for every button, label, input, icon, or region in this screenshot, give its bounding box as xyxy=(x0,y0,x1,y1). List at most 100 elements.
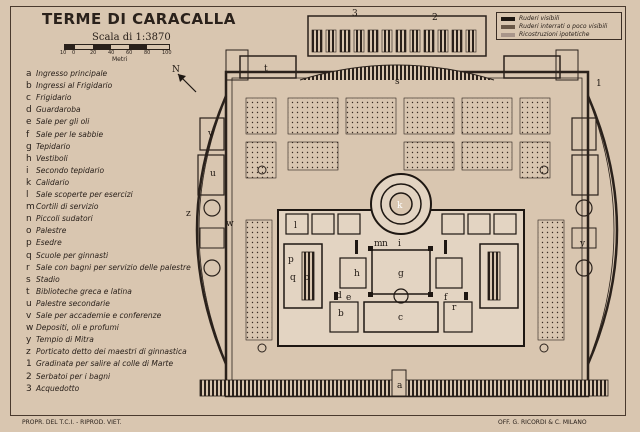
legend-text: Biblioteche greca e latina xyxy=(36,286,132,296)
plan-label: m xyxy=(374,239,383,249)
legend-key: c xyxy=(26,93,31,104)
legend-text: Stadio xyxy=(36,274,60,284)
legend-key: z xyxy=(26,347,31,358)
plan-label: 1 xyxy=(596,79,602,89)
scale-tick: 10 xyxy=(60,50,67,56)
legend-key: n xyxy=(26,214,32,225)
legend-text: Piccoli sudatori xyxy=(36,214,93,224)
frigidarium xyxy=(363,301,439,333)
legend-text: Porticato detto dei maestri di ginnastic… xyxy=(36,347,187,357)
legend-text: Vestiboli xyxy=(36,153,68,163)
plan-label: b xyxy=(338,309,344,319)
legend-key: f xyxy=(26,129,30,140)
legend-item: h Vestiboli xyxy=(26,153,68,164)
stadium-steps xyxy=(299,64,495,81)
plan-label: k xyxy=(397,201,403,211)
plan-label: o xyxy=(304,273,309,283)
legend-key: w xyxy=(26,323,34,334)
palestra-east xyxy=(479,243,519,309)
main-entrance xyxy=(391,369,407,397)
plan-label: i xyxy=(398,239,401,249)
legend-key: 3 xyxy=(26,383,32,394)
plan-label: N xyxy=(172,65,180,75)
scale-tick: 0 xyxy=(72,50,76,56)
plan-labels: a b c d e f g h i k l m n o p q r s t u … xyxy=(172,9,602,391)
plan-label: f xyxy=(444,293,448,303)
plan-label: t xyxy=(264,64,268,74)
plan-label: u xyxy=(210,169,216,179)
legend-text: Depositi, oli e profumi xyxy=(36,323,119,333)
library-east xyxy=(503,55,561,79)
legend-key: l xyxy=(26,190,29,200)
legend-key: k xyxy=(26,177,32,188)
plan-label: g xyxy=(398,269,404,279)
plan-label: s xyxy=(395,77,400,87)
scale-unit: Metri xyxy=(112,56,128,63)
plan-label: 2 xyxy=(432,13,438,23)
scale-tick: 80 xyxy=(144,50,151,56)
legend-text: Tepidario xyxy=(36,141,71,151)
plan-label: h xyxy=(354,269,360,279)
map-frame xyxy=(10,6,626,416)
legend-text: Esedre xyxy=(36,238,62,248)
library-west xyxy=(239,55,297,79)
legend-key: s xyxy=(26,274,31,285)
legend-text: Sale per le sabbie xyxy=(36,129,104,139)
plan-label: w xyxy=(226,219,234,229)
legend-text: Palestre xyxy=(36,226,67,236)
legend-text: Scuole per ginnasti xyxy=(36,250,109,260)
plan-label: a xyxy=(397,381,403,391)
tepidarium xyxy=(371,249,431,295)
legend-key: a xyxy=(26,69,32,79)
plan-label: 3 xyxy=(352,9,358,19)
legend-text: Gradinata per salire al colle di Marte xyxy=(36,359,174,369)
legend-text: Ingresso principale xyxy=(36,69,108,78)
legend-text: Sale con bagni per servizio delle palest… xyxy=(36,262,191,272)
legend-key: h xyxy=(26,153,32,164)
key-row: Ruderi interrati o poco visibili xyxy=(501,22,607,31)
legend-key: e xyxy=(26,117,32,128)
scale-tick: 40 xyxy=(108,50,115,56)
plan-label: y xyxy=(579,239,586,249)
legend-text: Tempio di Mitra xyxy=(36,335,94,345)
legend-key: g xyxy=(26,141,32,152)
legend-key: d xyxy=(26,105,32,116)
plan-label: e xyxy=(346,293,351,303)
exedra-east xyxy=(586,95,619,365)
plan-label: n xyxy=(382,239,388,249)
scale-tick: 60 xyxy=(126,50,133,56)
legend-item: mCortili di servizio xyxy=(26,201,98,212)
scale-label: Scala di 1:3870 xyxy=(92,32,171,43)
legend-item: u Palestre secondarie xyxy=(26,298,110,309)
plan-label: r xyxy=(452,303,457,313)
legend-text: Frigidario xyxy=(36,93,72,103)
scale-tick: 100 xyxy=(162,50,172,56)
scale-ticks: 10 0 20 40 60 80 100 xyxy=(58,50,188,60)
legend-text: Palestre secondarie xyxy=(36,298,110,308)
legend-key: b xyxy=(26,81,32,92)
legend-text: Sale per gli oli xyxy=(36,117,90,127)
legend-key: q xyxy=(26,250,32,261)
key-box: Ruderi visibili Ruderi interrati o poco … xyxy=(496,12,622,40)
legend-item: p Esedre xyxy=(26,237,62,248)
legend-key: p xyxy=(26,238,32,249)
plan-label: c xyxy=(398,313,403,323)
legend-text: Sale per accademie e conferenze xyxy=(36,311,162,320)
plan-label: z xyxy=(186,209,191,219)
key-row: Ruderi visibili xyxy=(501,14,559,23)
legend-item: o Palestre xyxy=(26,225,66,236)
reservoirs xyxy=(307,15,487,57)
legend-key: u xyxy=(26,298,32,309)
footer-left: PROPR. DEL T.C.I. - RIPROD. VIET. xyxy=(22,419,122,426)
plan-label: q xyxy=(290,273,296,283)
legend-key: o xyxy=(26,226,32,237)
